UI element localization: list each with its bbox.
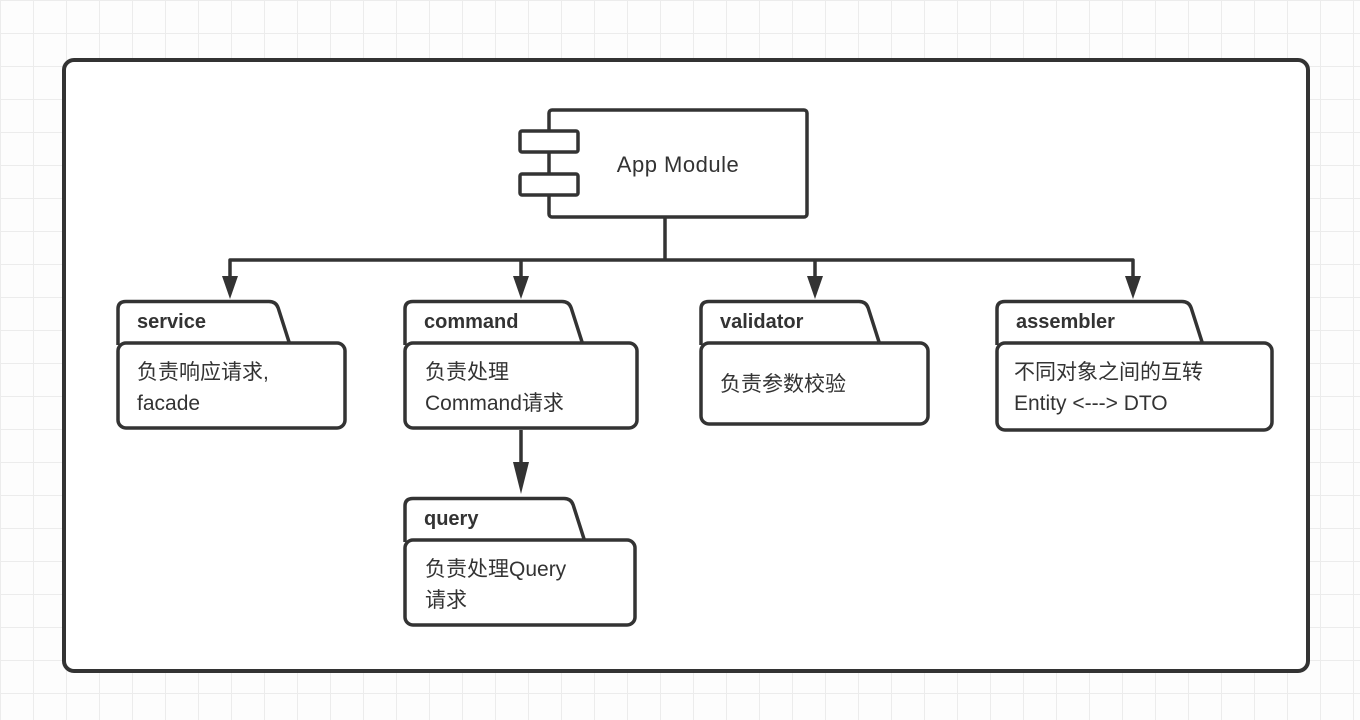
package-command-shape — [403, 299, 639, 430]
package-tab — [403, 299, 585, 346]
package-tab — [403, 496, 587, 543]
app-module-node — [518, 108, 809, 219]
connector-tree — [228, 216, 1135, 282]
arrowhead-query — [513, 462, 529, 494]
package-assembler-shape — [995, 299, 1274, 432]
arrowhead-command — [513, 276, 529, 299]
package-command-label: command — [424, 311, 519, 333]
component-icon — [518, 129, 580, 154]
component-icon — [518, 172, 580, 197]
package-body — [116, 341, 347, 430]
diagram-boundary — [62, 58, 1310, 673]
package-body — [403, 341, 639, 430]
package-body — [995, 341, 1274, 432]
package-assembler-description: 不同对象之间的互转 Entity <---> DTO — [1014, 361, 1203, 415]
package-body — [699, 341, 930, 426]
app-module-label: App Module — [616, 152, 740, 177]
package-validator-label: validator — [720, 311, 804, 333]
package-tab — [995, 299, 1205, 346]
arrowhead-assembler — [1125, 276, 1141, 299]
package-query-shape — [403, 496, 637, 627]
package-service-label: service — [137, 311, 206, 333]
package-command-description: 负责处理 Command请求 — [425, 361, 564, 415]
package-assembler-label: assembler — [1016, 311, 1115, 333]
arrowhead-validator — [807, 276, 823, 299]
package-service-description: 负责响应请求, facade — [137, 361, 269, 415]
package-body — [403, 538, 637, 627]
package-tab — [699, 299, 882, 346]
app-module-box — [547, 108, 809, 219]
arrowhead-service — [222, 276, 238, 299]
package-validator-shape — [699, 299, 930, 426]
package-tab — [116, 299, 292, 346]
package-query-description: 负责处理Query 请求 — [425, 558, 567, 612]
package-service-shape — [116, 299, 347, 430]
package-query-label: query — [424, 508, 479, 530]
package-validator-description: 负责参数校验 — [720, 373, 846, 396]
